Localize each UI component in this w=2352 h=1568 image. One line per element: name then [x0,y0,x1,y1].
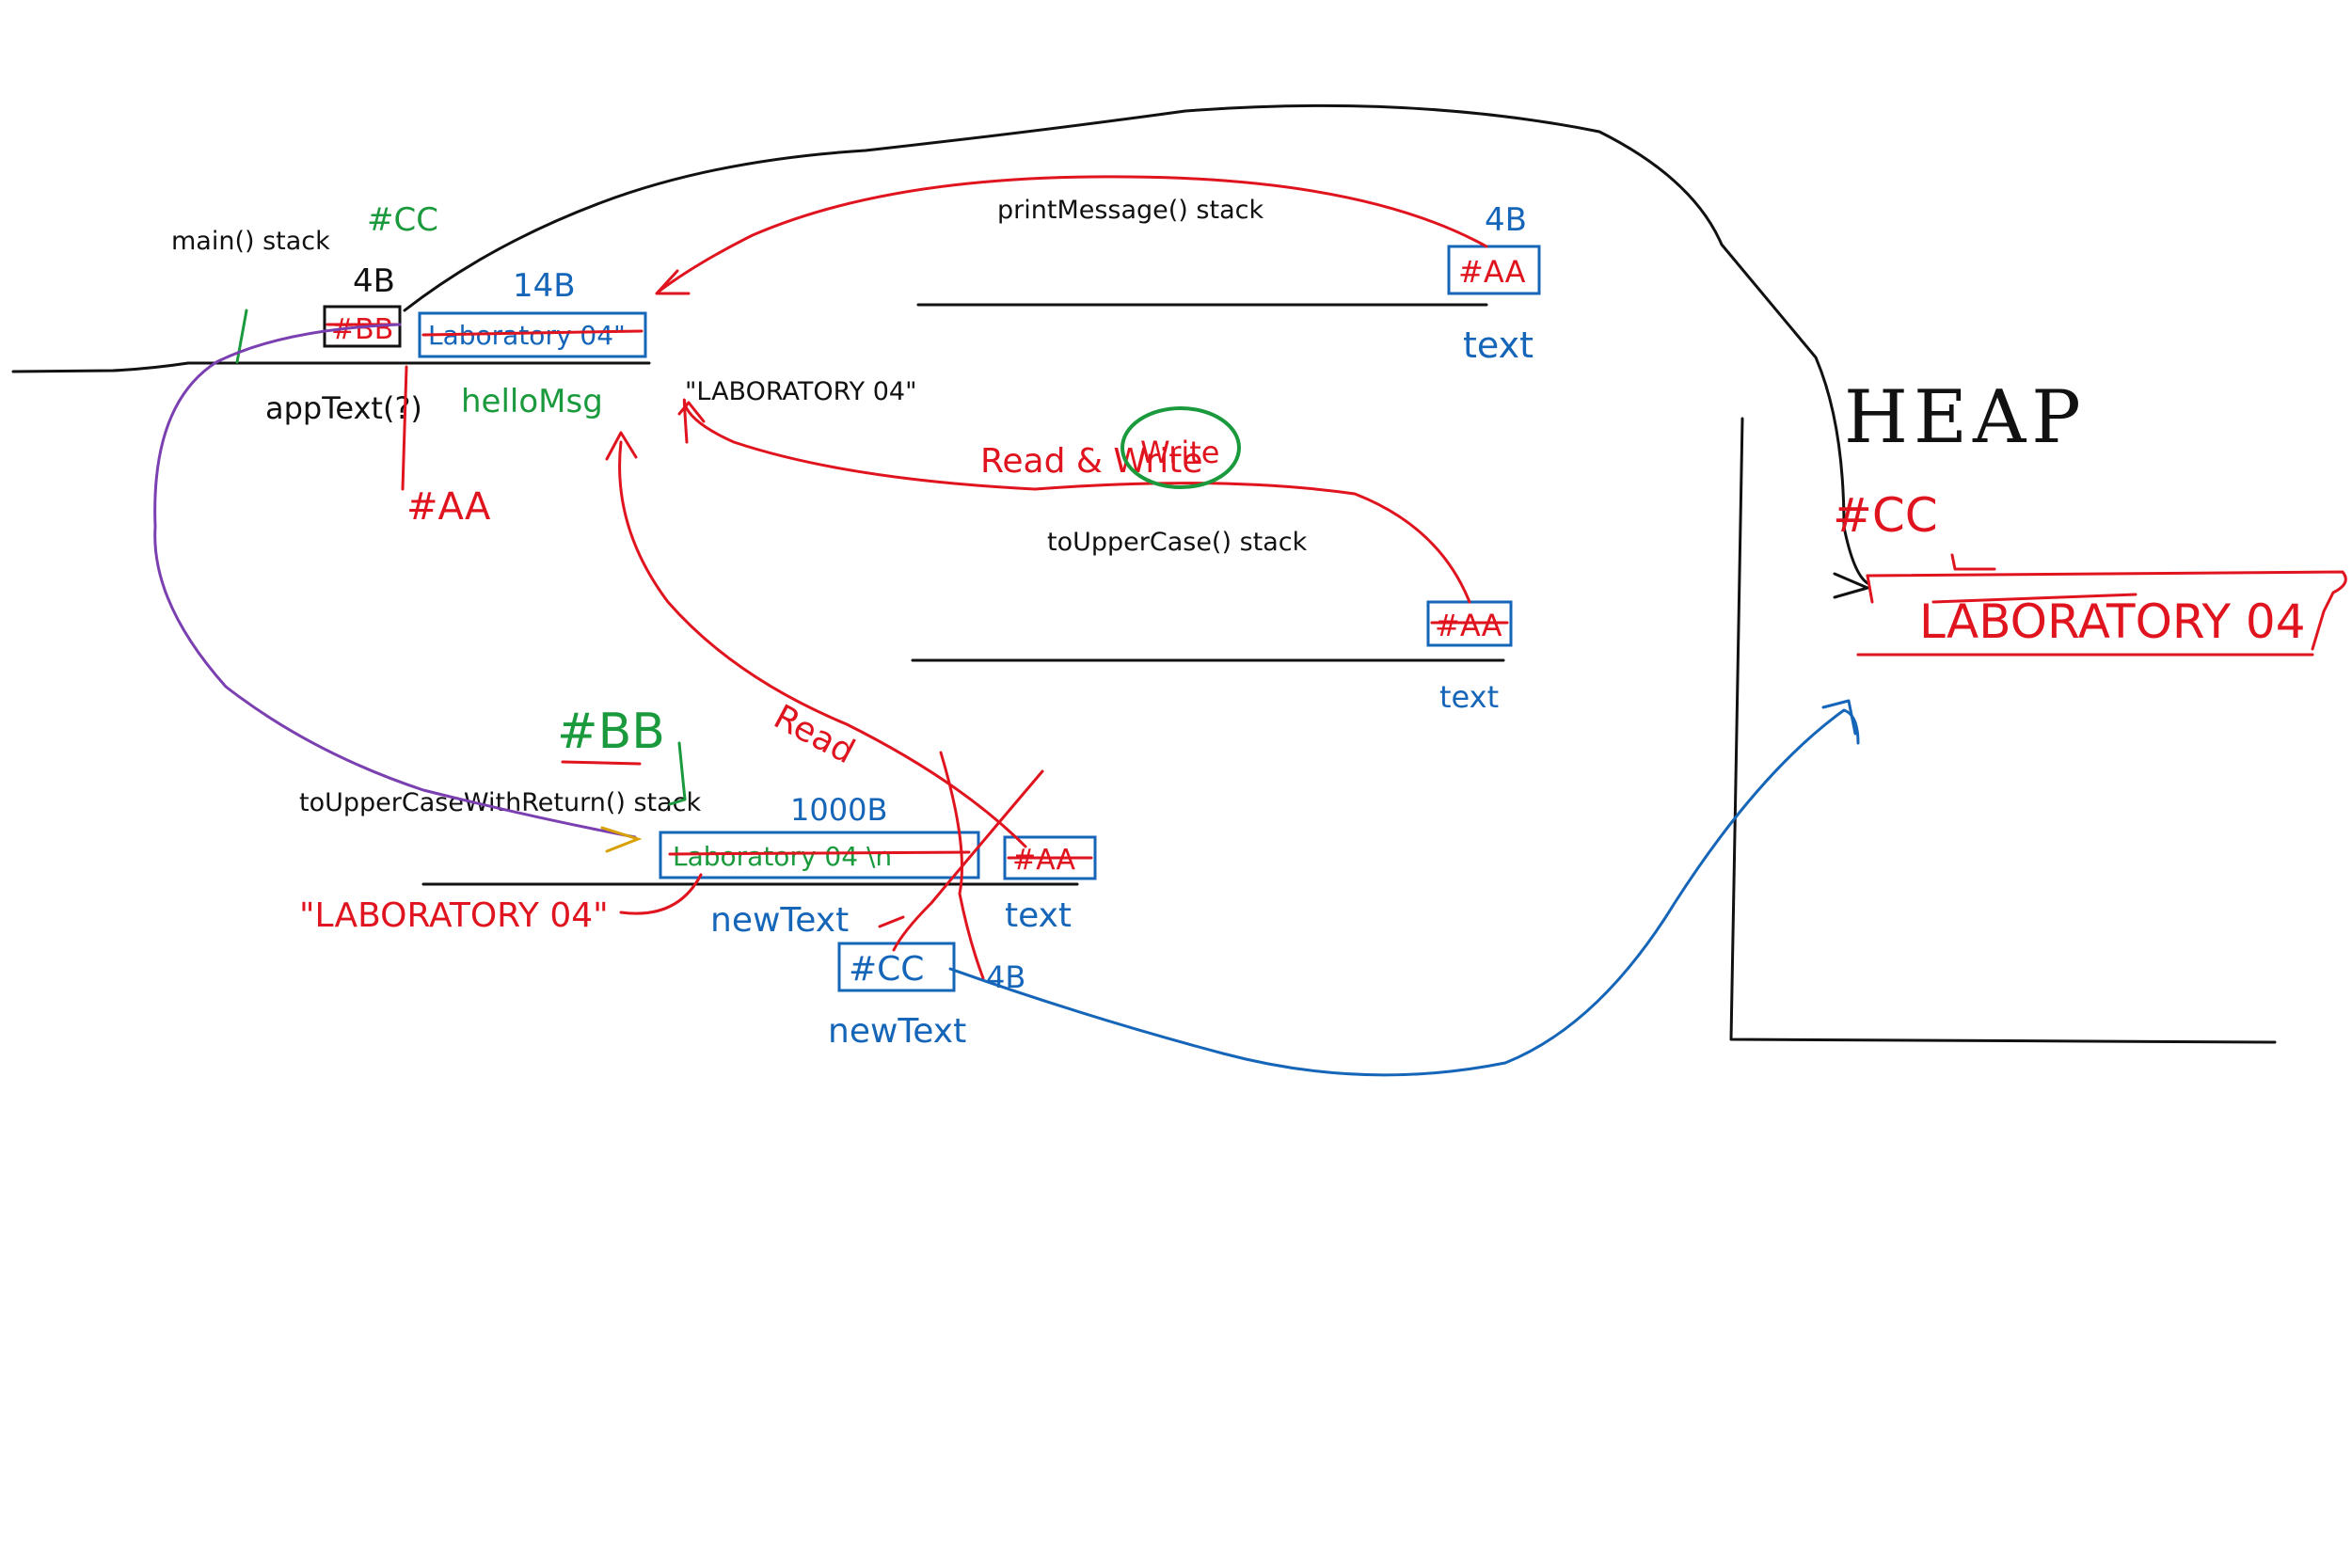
upper-var-name: text [1439,679,1499,715]
main-value-strike [421,329,644,337]
main-to-heap-arrow [403,103,1869,599]
read-write-label: Read & Write [980,442,1202,481]
heap-box-top [1866,570,2347,651]
heap-ref-pointer [1950,553,1996,571]
return-value-box [659,831,980,879]
heap-box-left [1866,574,1874,604]
print-message-stack-label: printMessage() stack [997,196,1263,225]
return-new-ref-var: newText [828,1012,966,1051]
return-value-var: newText [710,901,849,940]
heap-boundary [1729,417,2277,1044]
return-new-ref-size: 4B [986,959,1025,995]
print-var-name: text [1463,325,1534,366]
return-ref-box [1003,835,1097,880]
return-ref-var: text [1005,896,1072,935]
print-size-label: 4B [1485,201,1527,239]
return-size-label: 1000B [790,792,887,828]
heap-content: LABORATORY 04 [1919,594,2306,649]
upper-write-arrowhead [677,401,706,423]
main-ref-note-green: #CC [367,201,438,239]
heap-content-strike [1931,593,2137,604]
new-ref-to-heap-arrowhead [1821,699,1857,736]
print-ref-text: #AA [1458,254,1526,290]
return-value-label: "LABORATORY 04" [299,896,609,935]
return-value-text: Laboratory 04 \n [673,841,892,872]
return-ref-text: #AA [1012,844,1075,877]
return-ref-note-underline [561,760,642,766]
main-ref-box [323,305,402,348]
return-value-connector [619,873,703,915]
to-upper-case-stack-label: toUpperCase() stack [1047,528,1308,557]
return-ref-note-arrow [668,741,687,806]
main-to-return-arrow [153,323,637,839]
cross-stroke-1 [939,751,985,980]
main-value-size: 14B [513,267,576,305]
return-read-arrow [618,440,1027,848]
main-green-tick [235,309,248,364]
return-value-strike [668,850,971,856]
main-stack-baseline [11,361,651,373]
heap-title: HEAP [1844,375,2087,460]
main-aa-arrow [401,365,408,491]
cross-stroke-2 [892,769,1044,952]
print-ref-box [1447,245,1541,295]
write-circled-label: Write [1140,435,1219,470]
return-ref-note: #BB [557,704,665,760]
main-size-label: 4B [353,262,395,300]
return-read-arrowhead [605,431,638,461]
new-ref-to-heap-arrow [948,708,1860,1077]
print-read-arrow [657,175,1488,293]
string-literal: "LABORATORY 04" [685,377,917,406]
main-to-return-arrowhead [600,826,643,853]
upper-write-arrow [682,398,1471,604]
return-new-ref-text: #CC [849,950,924,989]
write-circle [1120,406,1241,489]
cross-stroke-3 [878,915,905,928]
upper-ref-text: #AA [1435,608,1502,643]
to-upper-case-with-return-stack-label: toUpperCaseWithReturn() stack [299,788,702,817]
main-value-box [418,311,647,358]
main-aa-note: #AA [406,485,491,529]
main-var-name: appText(?) [265,390,422,426]
main-stack-label: main() stack [171,227,330,256]
print-read-arrowhead [655,269,691,295]
heap-ref: #CC [1833,488,1938,543]
main-value-var: helloMsg [461,383,603,420]
